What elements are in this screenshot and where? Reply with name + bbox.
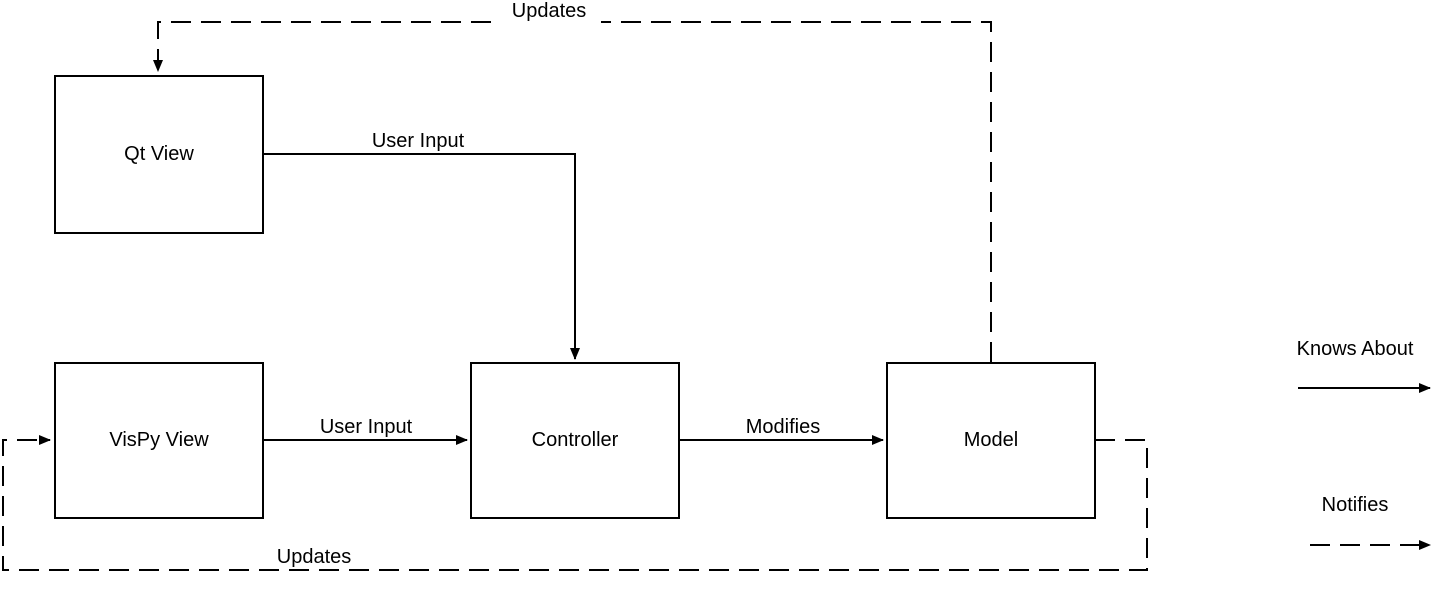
edge-model-updates-vispy: [2, 435, 1148, 571]
edge-label-updates-bottom: Updates: [277, 546, 352, 568]
edge-label-modifies: Modifies: [746, 416, 820, 438]
node-label-qt-view: Qt View: [124, 143, 194, 165]
node-controller: Controller: [470, 362, 680, 519]
node-vispy-view: VisPy View: [54, 362, 264, 519]
node-label-vispy-view: VisPy View: [109, 429, 209, 451]
edge-label-updates-top: Updates: [512, 0, 587, 22]
legend-label-notifies: Notifies: [1322, 494, 1389, 516]
node-model: Model: [886, 362, 1096, 519]
node-label-model: Model: [964, 429, 1018, 451]
legend: Knows About Notifies: [1297, 338, 1431, 550]
edge-label-vispy-user-input: User Input: [320, 416, 413, 438]
legend-label-knows-about: Knows About: [1297, 338, 1414, 360]
edge-qt-to-controller: [263, 153, 580, 360]
label-gap: [497, 10, 601, 34]
node-label-controller: Controller: [532, 429, 619, 451]
node-qt-view: Qt View: [54, 75, 264, 234]
edge-label-qt-user-input: User Input: [372, 130, 465, 152]
